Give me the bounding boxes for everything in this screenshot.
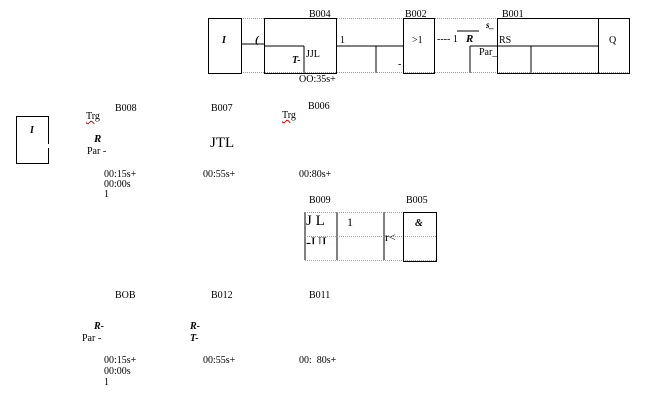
b008-time2: 00:00s <box>104 179 131 190</box>
b005-function: & <box>415 218 423 229</box>
b008-trg: Trg <box>86 111 100 122</box>
block-b005[interactable]: & <box>403 212 437 262</box>
grid-guide-b009-bottom <box>305 260 436 261</box>
coil-symbol: ( <box>255 34 259 46</box>
block-b002[interactable]: >1 <box>403 18 435 74</box>
b009-link: r< <box>385 230 396 244</box>
b002-link: ---- 1 <box>437 34 458 45</box>
bob-r-pin: R- <box>94 321 104 332</box>
b006-time: 00:80s+ <box>299 169 332 180</box>
bob-par: Par - <box>82 333 102 344</box>
b009-out: 1 <box>347 215 353 229</box>
b004-id: B004 <box>309 9 331 20</box>
b007-time: 00:55s+ <box>203 169 236 180</box>
b007-id: B007 <box>211 103 233 114</box>
b002-in-tick: - <box>398 59 402 70</box>
b001-s-pin: s_ <box>486 20 495 30</box>
b001-function: RS <box>499 35 512 46</box>
left-input-label: I <box>30 125 34 136</box>
b004-function: JJL <box>306 49 320 60</box>
b002-r-pin: R <box>466 33 474 45</box>
input-block-left[interactable]: I <box>16 116 49 164</box>
b006-id: B006 <box>308 101 330 112</box>
b001-id: B001 <box>502 9 524 20</box>
grid-guide-top <box>241 18 630 19</box>
block-b004[interactable] <box>264 18 337 74</box>
b008-par: Par - <box>87 146 107 157</box>
output-block-q[interactable]: Q <box>598 18 630 74</box>
bob-time1: 00:15s+ <box>104 355 137 366</box>
b005-id: B005 <box>406 195 428 206</box>
b002-function: >1 <box>412 35 423 46</box>
input-block-top[interactable]: I <box>208 18 242 74</box>
b007-function: JTL <box>210 135 235 151</box>
bob-id: BOB <box>115 290 136 301</box>
b009-function-bottom: -UL <box>306 235 331 251</box>
b011-time: 00: 80s+ <box>299 355 337 366</box>
grid-guide-b009-top <box>305 212 436 213</box>
b012-r-pin: R- <box>190 321 200 332</box>
b008-count: 1 <box>104 189 109 200</box>
b001-par-pin: Par_ <box>479 47 498 58</box>
left-input-gap <box>47 144 49 148</box>
output-block-label: Q <box>609 35 617 46</box>
b006-trg: Trg <box>282 110 296 121</box>
b008-id: B008 <box>115 103 137 114</box>
b008-time1: 00:15s+ <box>104 169 137 180</box>
b012-id: B012 <box>211 290 233 301</box>
b002-id: B002 <box>405 9 427 20</box>
grid-guide-bottom <box>241 72 630 73</box>
bob-count: 1 <box>104 377 109 388</box>
b004-out: 1 <box>340 35 345 46</box>
b009-id: B009 <box>309 195 331 206</box>
b012-time: 00:55s+ <box>203 355 236 366</box>
bob-time2: 00:00s <box>104 366 131 377</box>
b009-function-top: J L <box>306 213 325 229</box>
grid-guide-b009-mid <box>305 236 436 237</box>
input-block-label: I <box>222 35 226 46</box>
b011-id: B011 <box>309 290 331 301</box>
b008-r-pin: R <box>94 133 102 145</box>
b004-t-pin: T- <box>292 55 301 66</box>
block-b001[interactable] <box>497 18 598 74</box>
b012-t-pin: T- <box>190 333 199 344</box>
b004-time: OO:35s+ <box>299 74 336 85</box>
